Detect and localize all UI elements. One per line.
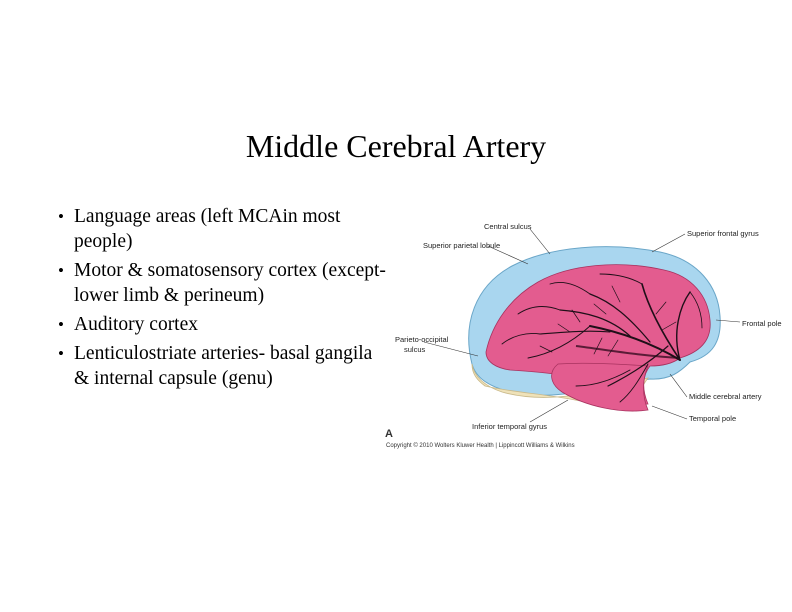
bullet-item: • Motor & somatosensory cortex (except- l… (58, 258, 388, 308)
bullet-dot-icon: • (58, 344, 64, 363)
label-superior-parietal-lobule: Superior parietal lobule (423, 241, 501, 250)
bullet-item: • Language areas (left MCAin most people) (58, 204, 388, 254)
bullet-text: Language areas (left MCAin most people) (74, 206, 341, 252)
figure-copyright: Copyright © 2010 Wolters Kluwer Health |… (386, 443, 575, 449)
bullet-text: Motor & somatosensory cortex (except- lo… (74, 260, 386, 306)
slide-title: Middle Cerebral Artery (245, 128, 547, 164)
bullet-list: • Language areas (left MCAin most people)… (58, 204, 388, 395)
label-middle-cerebral-artery: Middle cerebral artery (689, 392, 762, 401)
label-sulcus: sulcus (404, 345, 426, 354)
sylvian-fissure (575, 345, 681, 359)
vessel-tree (501, 273, 703, 403)
label-superior-frontal-gyrus: Superior frontal gyrus (687, 229, 759, 238)
label-frontal-pole: Frontal pole (742, 319, 782, 328)
label-temporal-pole: Temporal pole (689, 414, 737, 423)
bullet-text: Auditory cortex (74, 314, 199, 335)
bullet-dot-icon: • (58, 315, 64, 334)
bullet-item: • Auditory cortex (58, 312, 388, 337)
leader-lines (423, 228, 741, 423)
bullet-dot-icon: • (58, 261, 64, 280)
bullet-item: • Lenticulostriate arteries- basal gangil… (58, 341, 388, 391)
bullet-text: Lenticulostriate arteries- basal gangila… (74, 343, 373, 389)
bullet-dot-icon: • (58, 207, 64, 226)
figure-panel-letter: A (385, 428, 393, 440)
label-parieto-occipital: Parieto-occipital (395, 335, 449, 344)
brain-illustration (423, 228, 741, 423)
brain-figure: Central sulcus Superior parietal lobule … (380, 214, 782, 458)
label-inferior-temporal-gyrus: Inferior temporal gyrus (472, 422, 548, 431)
label-central-sulcus: Central sulcus (484, 222, 532, 231)
